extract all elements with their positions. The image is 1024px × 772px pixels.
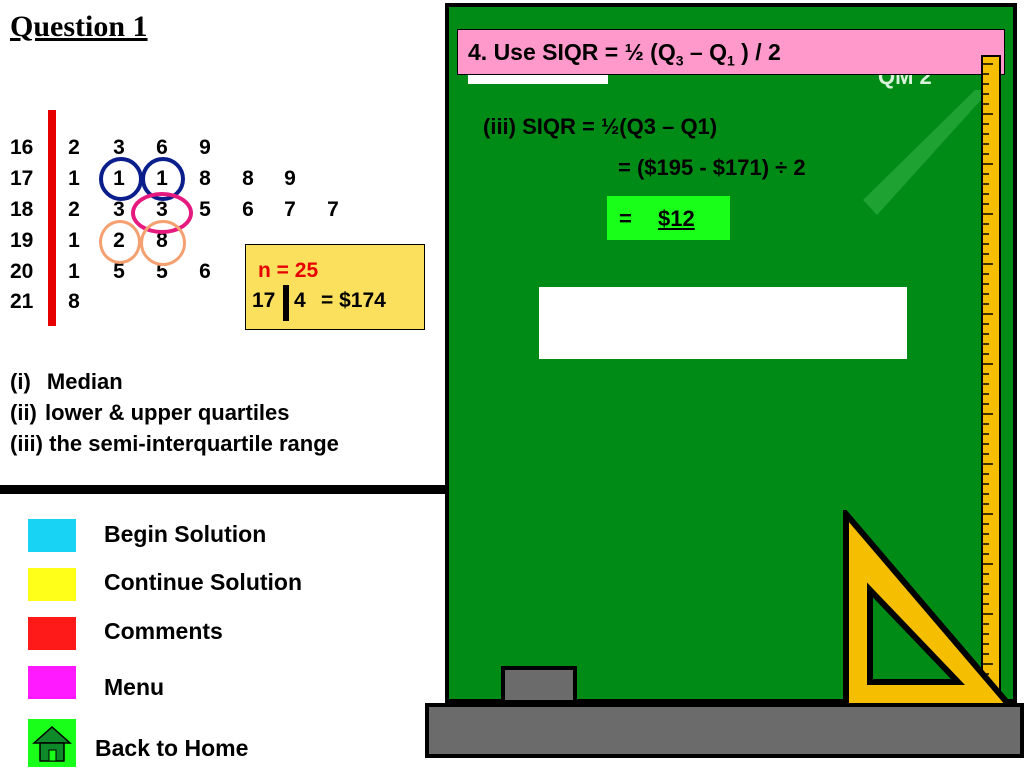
leaf: 7 (327, 198, 339, 221)
chalk-shape (863, 90, 990, 215)
question-iii: (iii) the semi-interquartile range (10, 431, 339, 457)
leaf: 5 (156, 260, 168, 283)
begin-solution-button[interactable] (28, 519, 76, 552)
answer-box: = $12 (607, 196, 730, 240)
question-iii-text: the semi-interquartile range (49, 431, 339, 456)
answer-value: $12 (658, 206, 695, 231)
page-title: Question 1 (10, 10, 148, 43)
leaf: 8 (68, 290, 80, 313)
home-icon (32, 725, 72, 762)
leaf: 5 (199, 198, 211, 221)
leaf: 2 (68, 136, 80, 159)
header-text-end: ) / 2 (734, 39, 781, 65)
chalk-tray (425, 703, 1024, 758)
stem-18: 18 (10, 198, 34, 221)
leaf: 1 (68, 167, 80, 190)
question-i-text: Median (46, 369, 123, 394)
comments-label: Comments (104, 618, 223, 644)
key-stem: 17 (252, 289, 276, 312)
stem-divider (48, 110, 56, 326)
set-square (843, 510, 1017, 709)
home-button[interactable] (28, 719, 76, 767)
lower-quartile-ring (99, 157, 143, 201)
header-sub3: 3 (675, 52, 684, 69)
question-ii: (ii) lower & upper quartiles (10, 400, 290, 426)
menu-label: Menu (104, 674, 165, 700)
header-text-mid: – Q (683, 39, 727, 65)
leaf: 8 (199, 167, 211, 190)
leaf: 3 (113, 198, 125, 221)
leaf: 3 (113, 136, 125, 159)
question-i-num: (i) (10, 369, 31, 394)
question-ii-num: (ii) (10, 400, 37, 425)
siqr-substitution: = ($195 - $171) ÷ 2 (618, 155, 806, 180)
info-note: n = 25 17 4 = $174 (245, 244, 425, 330)
comments-button[interactable] (28, 617, 76, 650)
question-ii-text: lower & upper quartiles (45, 400, 290, 425)
section-divider (0, 485, 445, 494)
ruler-ticks (983, 63, 993, 695)
sample-size: n = 25 (258, 259, 319, 282)
leaf: 1 (68, 229, 80, 252)
step-header: 4. Use SIQR = ½ (Q3 – Q1 ) / 2 (457, 29, 1005, 75)
question-iii-num: (iii) (10, 431, 43, 456)
stem-19: 19 (10, 229, 34, 252)
header-sub1: 1 (726, 52, 735, 69)
leaf: 9 (284, 167, 296, 190)
leaf: 6 (199, 260, 211, 283)
stem-21: 21 (10, 290, 34, 313)
blank-panel (539, 287, 907, 359)
stem-16: 16 (10, 136, 34, 159)
leaf: 9 (199, 136, 211, 159)
home-label: Back to Home (95, 735, 249, 761)
stem-20: 20 (10, 260, 34, 283)
eraser (501, 666, 577, 704)
upper-quartile-ring (99, 220, 141, 264)
leaf: 5 (113, 260, 125, 283)
answer-equals: = (619, 206, 632, 231)
leaf: 6 (242, 198, 254, 221)
key-value: = $174 (321, 289, 386, 312)
question-i: (i) Median (10, 369, 123, 395)
menu-button[interactable] (28, 666, 76, 699)
key-leaf: 4 (294, 289, 306, 312)
siqr-formula: (iii) SIQR = ½(Q3 – Q1) (483, 114, 718, 139)
key-divider (283, 285, 289, 321)
leaf: 1 (68, 260, 80, 283)
leaf: 6 (156, 136, 168, 159)
leaf: 2 (68, 198, 80, 221)
continue-solution-label: Continue Solution (104, 569, 303, 595)
stem-17: 17 (10, 167, 34, 190)
begin-solution-label: Begin Solution (104, 521, 267, 547)
upper-quartile-ring (140, 220, 186, 266)
continue-solution-button[interactable] (28, 568, 76, 601)
leaf: 8 (242, 167, 254, 190)
header-text: 4. Use SIQR = ½ (Q (468, 39, 676, 65)
leaf: 7 (284, 198, 296, 221)
